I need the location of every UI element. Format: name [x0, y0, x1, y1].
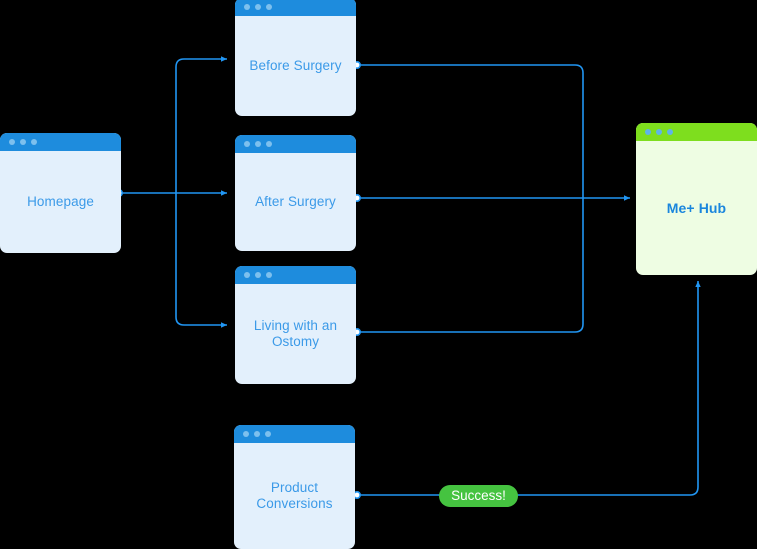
node-label: Product Conversions — [256, 480, 333, 511]
window-dot-icon — [255, 272, 261, 278]
window-titlebar — [235, 266, 356, 284]
window-dot-icon — [254, 431, 260, 437]
window-dot-icon — [20, 139, 26, 145]
node-label: After Surgery — [255, 194, 336, 209]
node-homepage[interactable]: Homepage — [0, 133, 121, 253]
wire-homepage-to-living-with-ostomy — [175, 193, 227, 328]
window-dot-icon — [667, 129, 673, 135]
wire-before-surgery-to-hub — [356, 64, 584, 198]
node-after-surgery[interactable]: After Surgery — [235, 135, 356, 251]
node-body: Living with an Ostomy — [235, 284, 356, 384]
window-titlebar — [0, 133, 121, 151]
window-dot-icon — [244, 141, 250, 147]
node-label: Living with an Ostomy — [253, 318, 338, 349]
window-dot-icon — [266, 272, 272, 278]
node-label: Homepage — [27, 194, 94, 209]
window-dot-icon — [266, 4, 272, 10]
node-living-with-an-ostomy[interactable]: Living with an Ostomy — [235, 266, 356, 384]
node-body: Me+ Hub — [636, 141, 757, 275]
window-dot-icon — [31, 139, 37, 145]
window-dot-icon — [656, 129, 662, 135]
window-dot-icon — [645, 129, 651, 135]
wire-living-with-ostomy-to-hub — [356, 198, 584, 333]
window-dot-icon — [244, 272, 250, 278]
window-dot-icon — [266, 141, 272, 147]
node-body: Homepage — [0, 151, 121, 253]
wire-product-conversions-to-hub — [357, 281, 701, 496]
window-titlebar — [235, 0, 356, 16]
node-before-surgery[interactable]: Before Surgery — [235, 0, 356, 116]
node-body: After Surgery — [235, 153, 356, 251]
window-dot-icon — [243, 431, 249, 437]
window-dot-icon — [9, 139, 15, 145]
node-body: Product Conversions — [234, 443, 355, 549]
node-label: Me+ Hub — [666, 200, 727, 216]
node-me-plus-hub[interactable]: Me+ Hub — [636, 123, 757, 275]
window-titlebar — [636, 123, 757, 141]
node-label: Before Surgery — [249, 58, 342, 73]
node-product-conversions[interactable]: Product Conversions — [234, 425, 355, 549]
wire-homepage-to-before-surgery — [175, 56, 227, 193]
window-titlebar — [234, 425, 355, 443]
window-dot-icon — [265, 431, 271, 437]
window-dot-icon — [255, 4, 261, 10]
success-badge[interactable]: Success! — [439, 485, 518, 507]
node-body: Before Surgery — [235, 16, 356, 116]
window-dot-icon — [255, 141, 261, 147]
window-titlebar — [235, 135, 356, 153]
window-dot-icon — [244, 4, 250, 10]
